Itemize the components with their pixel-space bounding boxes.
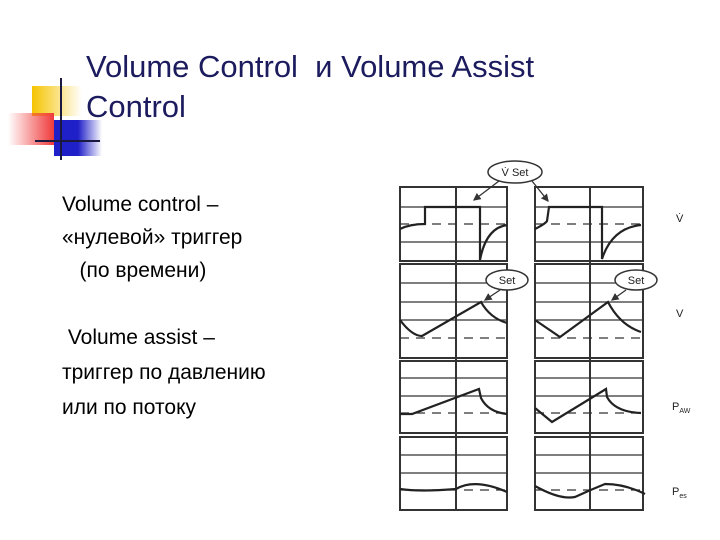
bullet-volume-assist: Volume assist – триггер по давлению или …: [62, 320, 266, 425]
logo-decoration: [8, 78, 102, 160]
bullet-line: «нулевой» триггер: [62, 226, 243, 249]
slide-title: Volume Control и Volume Assist Control: [86, 47, 534, 127]
bullet-volume-control: Volume control – «нулевой» триггер (по в…: [62, 188, 242, 287]
flow-trace-control: [399, 205, 508, 261]
pes-trace-control: [399, 483, 508, 494]
title-line-1: Volume Control и Volume Assist: [86, 49, 535, 84]
bullet-line: Volume assist –: [62, 326, 215, 349]
label-pes: Pes: [672, 486, 687, 500]
label-flow: V̇: [676, 212, 684, 225]
paw-trace-control: [400, 387, 508, 416]
bullet-line: триггер по давлению: [62, 361, 266, 384]
label-volume: V: [676, 308, 684, 320]
row-labels: V̇ V PAW Pes: [672, 212, 691, 500]
waveform-traces: [399, 205, 646, 499]
volume-trace-control: [399, 300, 508, 338]
callout-volume-set-right: Set: [628, 275, 645, 287]
waveform-grid: [399, 186, 644, 511]
paw-trace-assist: [534, 387, 642, 424]
bullet-line: Volume control –: [62, 193, 219, 216]
title-line-2: Control: [86, 89, 186, 124]
callout-volume-set-left: Set: [499, 275, 516, 287]
callout-flow-set: V̇ Set: [502, 166, 529, 179]
volume-trace-assist: [534, 300, 642, 339]
bullet-line: (по времени): [62, 259, 207, 282]
callouts: V̇ Set Set Set: [472, 160, 658, 301]
bullet-line: или по потоку: [62, 396, 197, 419]
label-paw: PAW: [672, 401, 691, 415]
flow-trace-assist: [534, 205, 642, 260]
pes-trace-assist: [534, 482, 646, 499]
